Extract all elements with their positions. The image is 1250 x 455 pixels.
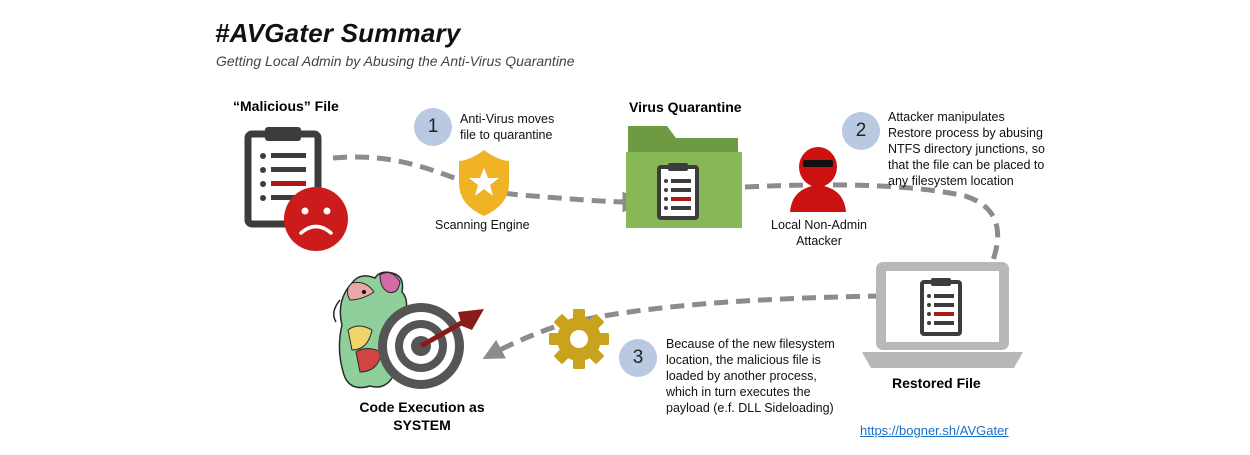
step-1-badge: 1 <box>414 108 452 146</box>
hacker-icon <box>790 147 846 212</box>
virus-quarantine-label: Virus Quarantine <box>629 99 742 115</box>
shield-star-icon <box>459 150 509 216</box>
avgater-link[interactable]: https://bogner.sh/AVGater <box>860 423 1009 438</box>
page-subtitle: Getting Local Admin by Abusing the Anti-… <box>216 53 575 69</box>
step-1-text: Anti-Virus moves file to quarantine <box>460 112 555 142</box>
code-execution-label: Code Execution as SYSTEM <box>359 399 485 433</box>
step-3-badge: 3 <box>619 339 657 377</box>
arrow-restored-to-execution <box>482 293 883 359</box>
sad-face-icon <box>284 187 348 251</box>
restored-file-label: Restored File <box>892 375 981 391</box>
step-3-text: Because of the new filesystem location, … <box>666 337 835 415</box>
attacker-label: Local Non-Admin Attacker <box>771 218 867 248</box>
arrow-file-to-quarantine <box>332 154 644 213</box>
scanning-engine-label: Scanning Engine <box>435 218 530 232</box>
gear-icon <box>549 309 609 369</box>
step-2-badge: 2 <box>842 112 880 150</box>
folder-icon <box>626 126 742 228</box>
malicious-file-label: “Malicious” File <box>233 98 339 114</box>
step-2-text: Attacker manipulates Restore process by … <box>888 110 1045 188</box>
page-title: #AVGater Summary <box>215 18 461 48</box>
laptop-icon <box>862 262 1023 368</box>
target-icon <box>378 303 484 389</box>
